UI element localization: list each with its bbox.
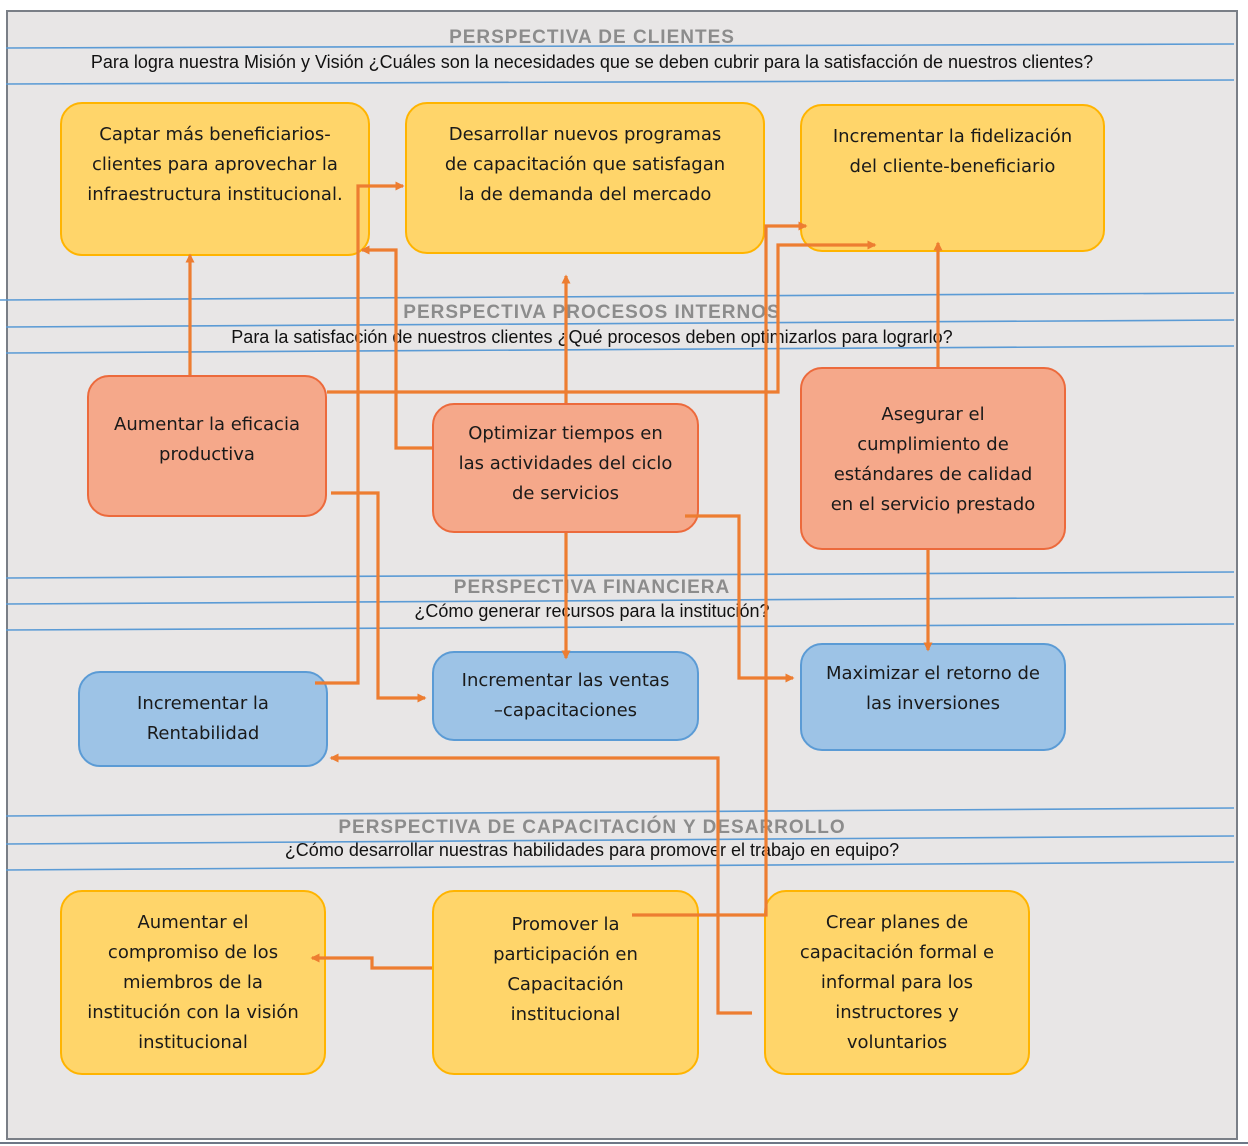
box-asegurar-calidad: Asegurar el cumplimiento de estándares d… bbox=[800, 367, 1066, 550]
box-promover-participacion: Promover la participación en Capacitació… bbox=[432, 890, 699, 1075]
box-incrementar-fidelizacion: Incrementar la fidelización del cliente-… bbox=[800, 104, 1105, 252]
perspective-question-procesos: Para la satisfacción de nuestros cliente… bbox=[231, 327, 953, 347]
box-asegurar-calidad-label: Asegurar el cumplimiento de estándares d… bbox=[830, 403, 1036, 515]
arrow-promover-to-compromiso bbox=[310, 953, 432, 970]
box-aumentar-compromiso-label: Aumentar el compromiso de los miembros d… bbox=[87, 911, 299, 1053]
perspective-question-clientes: Para logra nuestra Misión y Visión ¿Cuál… bbox=[90, 52, 1094, 72]
box-maximizar-retorno: Maximizar el retorno de las inversiones bbox=[800, 643, 1066, 751]
box-optimizar-tiempos: Optimizar tiempos en las actividades del… bbox=[432, 403, 699, 533]
box-incrementar-fidelizacion-label: Incrementar la fidelización del cliente-… bbox=[832, 126, 1073, 177]
box-crear-planes-label: Crear planes de capacitación formal e in… bbox=[799, 911, 995, 1053]
arrow-rentabilidad-to-desarrollar bbox=[315, 181, 405, 685]
perspective-title-procesos: PERSPECTIVA PROCESOS INTERNOS bbox=[403, 302, 781, 323]
box-captar-beneficiarios-label: Captar más beneficiarios-clientes para a… bbox=[87, 124, 343, 205]
separator-line bbox=[5, 345, 1235, 354]
separator-line bbox=[5, 596, 1235, 605]
box-aumentar-eficacia-label: Aumentar la eficacia productiva bbox=[114, 414, 300, 465]
perspective-title-clientes: PERSPECTIVA DE CLIENTES bbox=[449, 27, 735, 48]
perspective-question-financiera: ¿Cómo generar recursos para la instituci… bbox=[414, 601, 770, 621]
arrow-eficacia-to-ventas bbox=[331, 491, 427, 703]
perspective-question-capacitacion: ¿Cómo desarrollar nuestras habilidades p… bbox=[284, 840, 900, 860]
separator-line bbox=[5, 79, 1235, 85]
box-maximizar-retorno-label: Maximizar el retorno de las inversiones bbox=[825, 663, 1041, 714]
box-crear-planes: Crear planes de capacitación formal e in… bbox=[764, 890, 1030, 1075]
arrow-eficacia-to-fidelizacion bbox=[327, 240, 877, 394]
box-promover-participacion-label: Promover la participación en Capacitació… bbox=[493, 914, 638, 1025]
separator-line bbox=[5, 319, 1235, 328]
separator-line bbox=[0, 292, 1235, 301]
arrow-optimizar-to-retorno bbox=[685, 514, 795, 683]
box-incrementar-rentabilidad: Incrementar la Rentabilidad bbox=[78, 671, 328, 767]
box-incrementar-ventas-label: Incrementar las ventas –capacitaciones bbox=[461, 670, 670, 721]
separator-line bbox=[5, 861, 1235, 871]
bottom-border-line bbox=[0, 1142, 1248, 1144]
separator-line bbox=[5, 571, 1235, 579]
perspective-title-financiera: PERSPECTIVA FINANCIERA bbox=[453, 577, 731, 598]
arrow-optimizar-to-captar bbox=[360, 245, 432, 450]
separator-line bbox=[5, 623, 1235, 631]
box-aumentar-eficacia: Aumentar la eficacia productiva bbox=[87, 375, 327, 517]
box-desarrollar-programas-label: Desarrollar nuevos programas de capacita… bbox=[444, 124, 726, 205]
arrow-promover-to-fidelizacion bbox=[632, 221, 808, 917]
box-incrementar-ventas: Incrementar las ventas –capacitaciones bbox=[432, 651, 699, 741]
box-desarrollar-programas: Desarrollar nuevos programas de capacita… bbox=[405, 102, 765, 254]
separator-line bbox=[5, 43, 1235, 49]
box-optimizar-tiempos-label: Optimizar tiempos en las actividades del… bbox=[458, 423, 673, 504]
separator-line bbox=[5, 807, 1235, 817]
box-aumentar-compromiso: Aumentar el compromiso de los miembros d… bbox=[60, 890, 326, 1075]
separator-line bbox=[5, 835, 1235, 845]
arrow-planes-to-rentabilidad bbox=[329, 753, 752, 1015]
box-incrementar-rentabilidad-label: Incrementar la Rentabilidad bbox=[137, 693, 269, 744]
box-captar-beneficiarios: Captar más beneficiarios-clientes para a… bbox=[60, 102, 370, 256]
